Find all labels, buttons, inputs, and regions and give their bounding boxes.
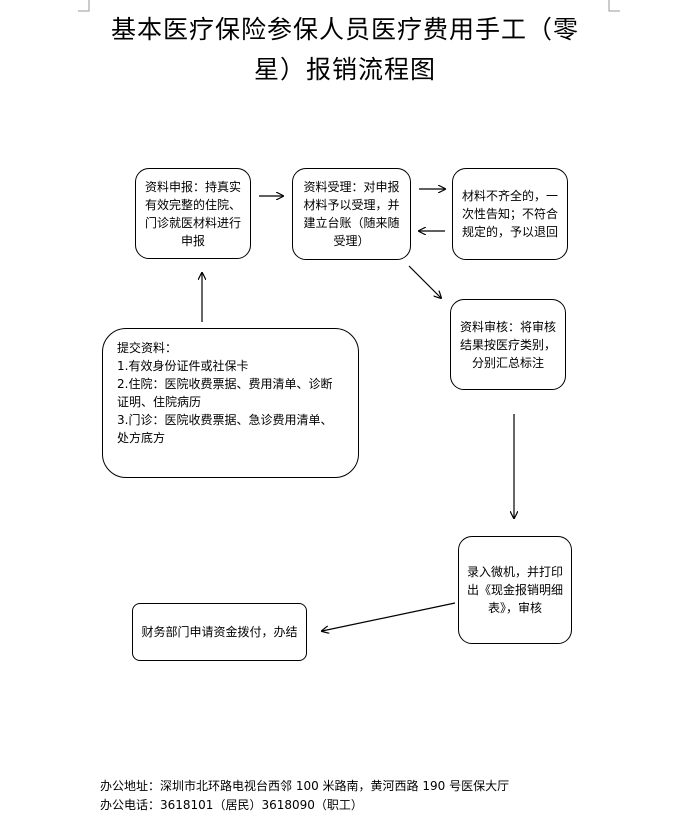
node-review: 资料审核：将审核结果按医疗类别，分别汇总标注 [450,299,566,390]
submit-item-3: 3.门诊：医院收费票据、急诊费用清单、处方底方 [117,413,333,445]
node-apply-text: 资料申报：持真实有效完整的住院、门诊就医材料进行申报 [144,179,241,248]
submit-heading: 提交资料： [117,341,178,355]
page-corner-mark-left [78,0,90,12]
arrow-entry-to-finance [322,602,456,631]
submit-item-2: 2.住院：医院收费票据、费用清单、诊断证明、住院病历 [117,377,333,409]
title-line-1: 基本医疗保险参保人员医疗费用手工（零 [110,15,579,44]
submit-item-1: 1.有效身份证件或社保卡 [117,359,249,373]
page-corner-mark-right [608,0,620,12]
node-finance: 财务部门申请资金拨付，办结 [132,603,307,661]
footer-address: 办公地址：深圳市北环路电视台西邻 100 米路南，黄河西路 190 号医保大厅 [100,779,510,793]
node-entry-text: 录入微机，并打印出《现金报销明细表》，审核 [467,565,564,615]
node-accept-text: 资料受理：对申报材料予以受理，并建立台账（随来随受理） [303,180,400,248]
node-apply: 资料申报：持真实有效完整的住院、门诊就医材料进行申报 [135,168,251,259]
arrow-accept-to-review [408,265,441,298]
node-entry: 录入微机，并打印出《现金报销明细表》，审核 [458,536,572,644]
title-line-2: 星）报销流程图 [253,55,436,84]
node-accept: 资料受理：对申报材料予以受理，并建立台账（随来随受理） [292,168,411,260]
footer-phone: 办公电话：3618101（居民）3618090（职工） [100,798,363,812]
page-title: 基本医疗保险参保人员医疗费用手工（零 星）报销流程图 [95,10,595,90]
node-submit-materials: 提交资料： 1.有效身份证件或社保卡 2.住院：医院收费票据、费用清单、诊断证明… [102,328,359,478]
node-finance-text: 财务部门申请资金拨付，办结 [141,625,298,639]
node-incomplete-text: 材料不齐全的，一次性告知；不符合规定的，予以退回 [461,189,558,239]
node-incomplete: 材料不齐全的，一次性告知；不符合规定的，予以退回 [452,168,568,260]
node-review-text: 资料审核：将审核结果按医疗类别，分别汇总标注 [459,319,556,370]
